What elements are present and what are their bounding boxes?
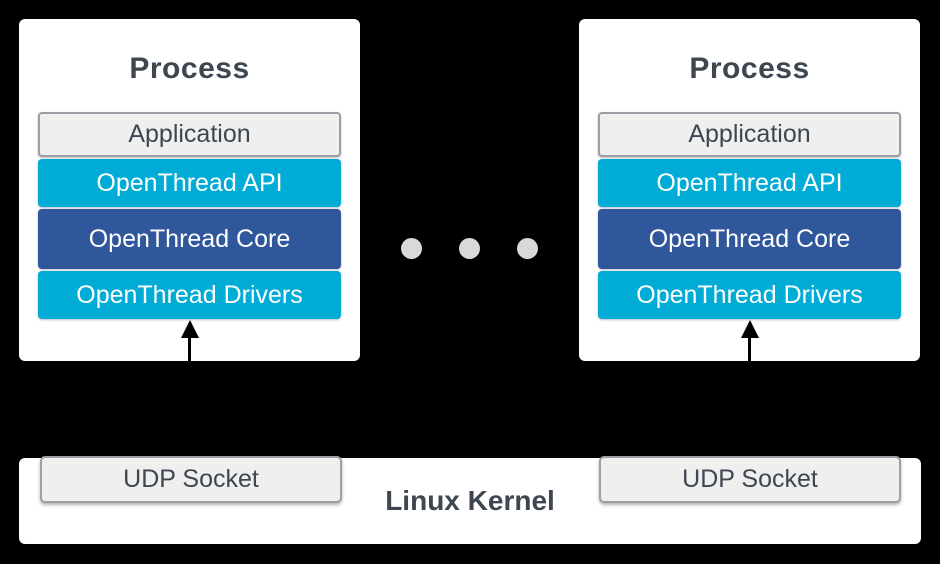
udp-socket-right: UDP Socket [599, 456, 901, 503]
layer-application: Application [38, 112, 341, 157]
process-title: Process [689, 52, 810, 85]
layer-stack: Application OpenThread API OpenThread Co… [598, 112, 901, 319]
layer-openthread-drivers: OpenThread Drivers [38, 271, 341, 319]
layer-openthread-api: OpenThread API [38, 159, 341, 207]
process-title: Process [129, 52, 250, 85]
up-arrow-icon [180, 320, 199, 361]
arrow-head [740, 320, 759, 338]
arrow-line [188, 338, 191, 361]
up-arrow-icon [740, 320, 759, 361]
linux-kernel-label: Linux Kernel [385, 485, 555, 516]
layer-openthread-core: OpenThread Core [598, 209, 901, 269]
process-card-left: Process Application OpenThread API OpenT… [19, 19, 360, 361]
process-card-right: Process Application OpenThread API OpenT… [579, 19, 920, 361]
ellipsis-dot [459, 238, 480, 259]
udp-socket-left: UDP Socket [40, 456, 342, 503]
layer-openthread-drivers: OpenThread Drivers [598, 271, 901, 319]
layer-openthread-core: OpenThread Core [38, 209, 341, 269]
ellipsis-dot [401, 238, 422, 259]
arrow-line [748, 338, 751, 361]
ellipsis-dot [517, 238, 538, 259]
layer-stack: Application OpenThread API OpenThread Co… [38, 112, 341, 319]
arrow-head [180, 320, 199, 338]
layer-application: Application [598, 112, 901, 157]
layer-openthread-api: OpenThread API [598, 159, 901, 207]
